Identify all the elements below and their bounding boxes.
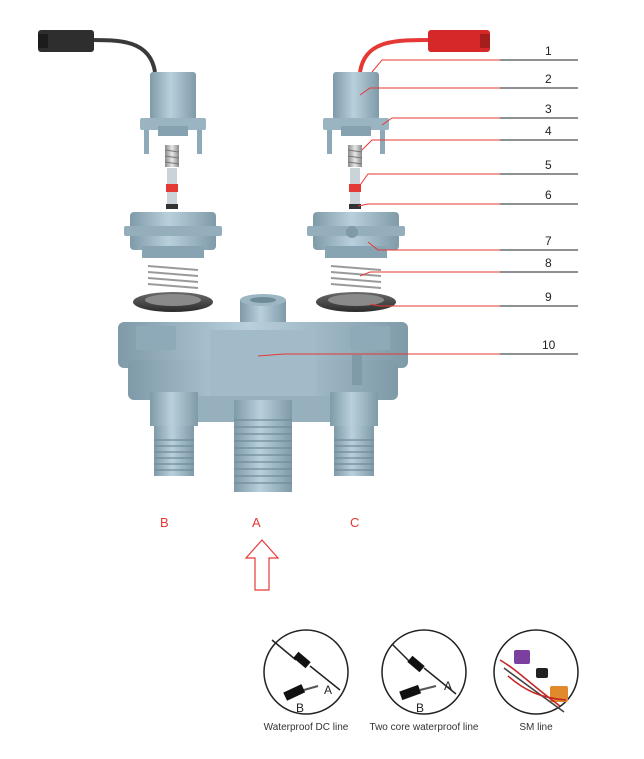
callout-9: 9	[545, 290, 552, 304]
thread-lines	[154, 419, 374, 484]
callout-2: 2	[545, 72, 552, 86]
left-cable	[38, 30, 157, 73]
caption-sm-line: SM line	[519, 722, 553, 733]
callout-5: 5	[545, 158, 552, 172]
callout-3: 3	[545, 102, 552, 116]
caption-two-core-waterproof-line: Two core waterproof line	[369, 722, 479, 733]
dc-line-label-b: B	[296, 701, 304, 715]
callout-7: 7	[545, 234, 552, 248]
two-core-label-b: B	[416, 701, 424, 715]
caption-waterproof-dc-line: Waterproof DC line	[263, 722, 349, 733]
port-label-c: C	[350, 515, 359, 530]
two-core-label-a: A	[444, 679, 452, 693]
callout-8: 8	[545, 256, 552, 270]
left-spring	[147, 265, 199, 289]
left-gasket	[133, 292, 213, 312]
leader-lines-black	[500, 59, 578, 355]
port-label-a: A	[252, 515, 261, 530]
two-core-waterproof-line-icon: A B	[381, 629, 467, 715]
flow-arrow-icon	[244, 539, 280, 591]
right-plunger-spring	[347, 145, 363, 209]
callout-1: 1	[545, 44, 552, 58]
port-label-b: B	[160, 515, 169, 530]
valve-body	[118, 294, 408, 492]
left-coil-cap	[140, 72, 206, 154]
left-plunger-spring	[164, 145, 180, 209]
leader-lines	[257, 59, 578, 357]
dc-line-label-a: A	[324, 683, 332, 697]
left-diaphragm-cover	[124, 212, 222, 258]
callout-10: 10	[542, 338, 556, 352]
sm-line-icon	[493, 629, 579, 715]
callout-6: 6	[545, 188, 552, 202]
callout-4: 4	[545, 124, 552, 138]
right-coil-cap	[323, 72, 389, 154]
right-diaphragm-cover	[307, 212, 405, 258]
right-spring	[330, 265, 382, 289]
right-gasket	[316, 292, 396, 312]
right-cable	[358, 30, 490, 73]
waterproof-dc-line-icon: A B	[263, 629, 349, 715]
